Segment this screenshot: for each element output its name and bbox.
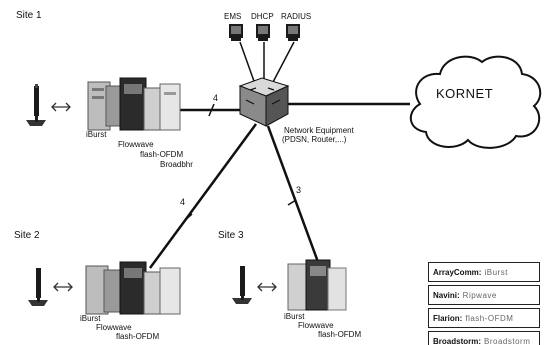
legend-key: Navini: [433,291,460,300]
site1-label-iburst: iBurst [86,130,106,139]
server-ems-icon [229,24,243,41]
legend-value: flash-OFDM [465,314,513,323]
site1-antenna-icon [26,84,46,126]
site1-label-flowwave: Flowwave [118,140,154,149]
server-radius-icon [286,24,300,41]
server-dhcp-icon [256,24,270,41]
site2-label-flash-ofdm: flash-OFDM [116,332,159,341]
site2-title: Site 2 [14,230,40,241]
network-equipment-icon [240,78,288,126]
legend-key: Broadstorm: [433,337,481,345]
site1-signal-icon [52,103,70,111]
site3-signal-icon [258,283,276,291]
link-server-radius [272,42,294,84]
site2-signal-icon [54,283,72,291]
link-count-site1: 4 [213,94,218,103]
site3-title: Site 3 [218,230,244,241]
server-dhcp-label: DHCP [251,12,274,21]
network-equipment-label: Network Equipment [284,126,354,135]
site2-equipment-icon [86,262,180,314]
site3-label-flowwave: Flowwave [298,321,334,330]
server-radius-label: RADIUS [281,12,311,21]
server-ems-label: EMS [224,12,241,21]
network-equipment-sublabel: (PDSN, Router,...) [282,135,346,144]
legend-row-flarion: Flarion: flash-OFDM [428,308,540,328]
legend-row-broadstorm: Broadstorm: Broadstorm [428,331,540,345]
link-server-ems [240,42,255,84]
site3-equipment-icon [288,260,346,310]
legend-key: Flarion: [433,314,462,323]
link-count-site3: 3 [296,186,301,195]
legend-row-navini: Navini: Ripwave [428,285,540,305]
kornet-label: KORNET [436,86,493,101]
legend-key: ArrayComm: [433,268,481,277]
site2-label-iburst: iBurst [80,314,100,323]
link-site3 [268,126,318,262]
site1-label-broadbhr: Broadbhr [160,160,193,169]
legend-value: iBurst [484,268,507,277]
site1-label-flash-ofdm: flash-OFDM [140,150,183,159]
link-site2 [150,124,256,268]
legend-value: Ripwave [463,291,497,300]
vendor-legend: ArrayComm: iBurst Navini: Ripwave Flario… [428,262,540,345]
legend-row-arraycomm: ArrayComm: iBurst [428,262,540,282]
legend-value: Broadstorm [484,337,530,345]
kornet-cloud-icon [411,57,540,148]
site2-antenna-icon [28,268,48,306]
site3-antenna-icon [232,266,252,304]
link-count-site2: 4 [180,198,185,207]
site3-label-flash-ofdm: flash-OFDM [318,330,361,339]
site2-label-flowwave: Flowwave [96,323,132,332]
site1-equipment-icon [88,78,180,130]
site1-title: Site 1 [16,10,42,21]
site3-label-iburst: iBurst [284,312,304,321]
